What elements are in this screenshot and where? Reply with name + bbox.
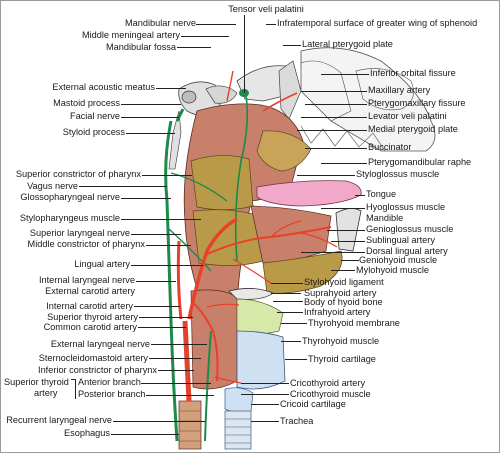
label-inferior-orbital-fissure: Inferior orbital fissure (370, 68, 456, 78)
suprahyoid-artery-path (232, 258, 272, 284)
label-thyroid-cartilage: Thyroid cartilage (308, 354, 376, 364)
label-artery: artery (34, 388, 58, 398)
maxillary-artery-path (262, 92, 298, 112)
label-common-carotid-artery: Common carotid artery (43, 322, 137, 332)
label-mylohyoid-muscle: Mylohyoid muscle (356, 265, 430, 275)
label-cricoid-cartilage: Cricoid cartilage (280, 399, 346, 409)
lingual-artery-path (204, 226, 332, 256)
label-mandibular-nerve: Mandibular nerve (125, 18, 196, 28)
skull-outline (300, 47, 436, 152)
orbit-outline (355, 68, 414, 111)
tongue-shape (256, 180, 362, 207)
label-superior-laryngeal-nerve: Superior laryngeal nerve (29, 228, 130, 238)
label-styloid-process: Styloid process (62, 127, 125, 137)
tensor-veli-node (239, 89, 249, 97)
label-tensor-veli-palatini: Tensor veli palatini (228, 4, 304, 14)
label-dorsal-lingual-artery: Dorsal lingual artery (366, 246, 448, 256)
label-infrahyoid-artery: Infrahyoid artery (304, 307, 371, 317)
superior-thyroid-artery-path (190, 300, 219, 382)
common-carotid-artery-path (182, 320, 192, 402)
label-lateral-pterygoid-plate: Lateral pterygoid plate (302, 39, 393, 49)
mylohyoid-shape (262, 250, 343, 294)
label-esophagus: Esophagus (64, 428, 110, 438)
label-tongue: Tongue (366, 189, 397, 199)
label-glossopharyngeal-nerve: Glossopharyngeal nerve (20, 192, 120, 202)
infrahyoid-artery-path (206, 303, 240, 308)
buccinator-shape (256, 130, 312, 172)
middle-meningeal-artery-path (226, 70, 234, 102)
internal-carotid-artery-path (176, 240, 183, 320)
facial-nerve-path (175, 108, 185, 122)
label-sternocleidomastoid-artery: Sternocleidomastoid artery (38, 353, 148, 363)
label-internal-laryngeal-nerve: Internal laryngeal nerve (38, 275, 135, 285)
esophagus-shape (178, 400, 202, 450)
cricoid-cartilage-shape (224, 387, 254, 413)
teeth-outline (300, 125, 386, 152)
label-stylopharyngeus-muscle: Stylopharyngeus muscle (19, 213, 120, 223)
label-styloglossus-muscle: Styloglossus muscle (356, 169, 440, 179)
label-external-acoustic-meatus: External acoustic meatus (52, 82, 155, 92)
external-acoustic-meatus-shape (181, 90, 197, 104)
label-facial-nerve: Facial nerve (69, 111, 120, 121)
label-vagus-nerve: Vagus nerve (27, 181, 78, 191)
label-body-of-hyoid-bone: Body of hyoid bone (304, 297, 383, 307)
label-mandibular-fossa: Mandibular fossa (106, 42, 176, 52)
label-superior-constrictor: Superior constrictor of pharynx (15, 169, 141, 179)
label-posterior-branch: Posterior branch (78, 389, 146, 399)
label-suprahyoid-artery: Suprahyoid artery (304, 288, 377, 298)
mandibular-nerve-path (234, 88, 249, 262)
label-pterygomandibular-raphe: Pterygomandibular raphe (368, 157, 472, 167)
glossopharyngeal-nerve-path (170, 172, 228, 202)
label-trachea: Trachea (280, 416, 314, 426)
superior-laryngeal-nerve-path (168, 228, 212, 272)
label-hyoglossus-muscle: Hyoglossus muscle (366, 202, 446, 212)
label-middle-constrictor: Middle constrictor of pharynx (27, 239, 145, 249)
label-medial-pterygoid-plate: Medial pterygoid plate (368, 124, 458, 134)
lateral-pterygoid-plate-shape (278, 60, 302, 120)
label-pterygomaxillary-fissure: Pterygomaxillary fissure (368, 98, 466, 108)
label-superior-thyroid-artery: Superior thyroid artery (47, 312, 138, 322)
label-genioglossus-muscle: Genioglossus muscle (366, 224, 454, 234)
label-recurrent-laryngeal-nerve: Recurrent laryngeal nerve (6, 415, 112, 425)
superior-constrictor-shape (190, 155, 254, 211)
dorsal-lingual-artery-path (270, 220, 302, 238)
label-levator-veli-palatini: Levator veli palatini (368, 111, 447, 121)
label-thyrohyoid-membrane: Thyrohyoid membrane (308, 318, 400, 328)
label-thyrohyoid-muscle: Thyrohyoid muscle (302, 336, 380, 346)
cricothyroid-artery-path (214, 376, 242, 384)
thyroid-cartilage-shape (236, 330, 286, 390)
maxilla-outline (300, 60, 352, 122)
label-cricothyroid-artery: Cricothyroid artery (290, 378, 366, 388)
sublingual-artery-path (300, 232, 338, 248)
thyrohyoid-membrane-shape (236, 298, 284, 335)
label-middle-meningeal-artery: Middle meningeal artery (81, 30, 180, 40)
label-stylohyoid-ligament: Stylohyoid ligament (304, 277, 384, 287)
label-external-laryngeal-nerve: External laryngeal nerve (50, 339, 150, 349)
label-internal-carotid-artery: Internal carotid artery (46, 301, 133, 311)
label-cricothyroid-muscle: Cricothyroid muscle (290, 389, 371, 399)
label-anterior-branch: Anterior branch (78, 377, 141, 387)
vagus-nerve-path (164, 120, 179, 442)
label-external-carotid-artery: External carotid artery (45, 286, 135, 296)
label-superior-thyroid: Superior thyroid (4, 377, 69, 387)
label-inferior-constrictor: Inferior constrictor of pharynx (38, 365, 157, 375)
label-infratemporal-surface: Infratemporal surface of greater wing of… (277, 18, 478, 28)
external-carotid-artery-path (187, 217, 238, 320)
label-lingual-artery: Lingual artery (74, 259, 130, 269)
label-buccinator: Buccinator (368, 142, 412, 152)
label-maxillary-artery: Maxillary artery (368, 85, 431, 95)
label-mastoid-process: Mastoid process (53, 98, 120, 108)
label-mandible: Mandible (366, 213, 404, 223)
styloid-process-shape (168, 110, 182, 170)
label-sublingual-artery: Sublingual artery (366, 235, 435, 245)
trachea-shape (224, 410, 252, 450)
label-geniohyoid-muscle: Geniohyoid muscle (359, 255, 438, 265)
